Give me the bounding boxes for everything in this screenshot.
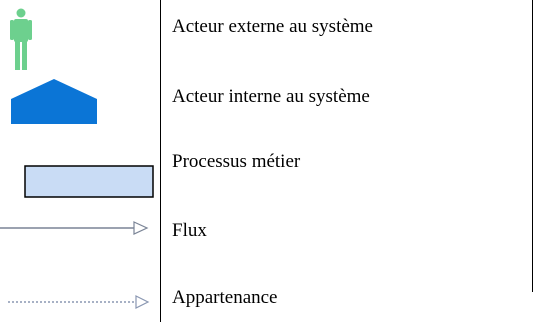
- legend-column-divider: [160, 0, 161, 322]
- membership-arrow-icon: [8, 295, 150, 309]
- flow-label: Flux: [172, 220, 207, 241]
- flow-arrow-icon: [0, 221, 149, 235]
- membership-label: Appartenance: [172, 287, 278, 308]
- business-process-icon: [24, 165, 154, 198]
- legend-right-border: [532, 0, 533, 292]
- internal-actor-label: Acteur interne au système: [172, 86, 370, 107]
- external-actor-label: Acteur externe au système: [172, 16, 373, 37]
- internal-actor-icon: [11, 79, 97, 124]
- external-actor-icon: [10, 8, 32, 70]
- business-process-label: Processus métier: [172, 151, 301, 172]
